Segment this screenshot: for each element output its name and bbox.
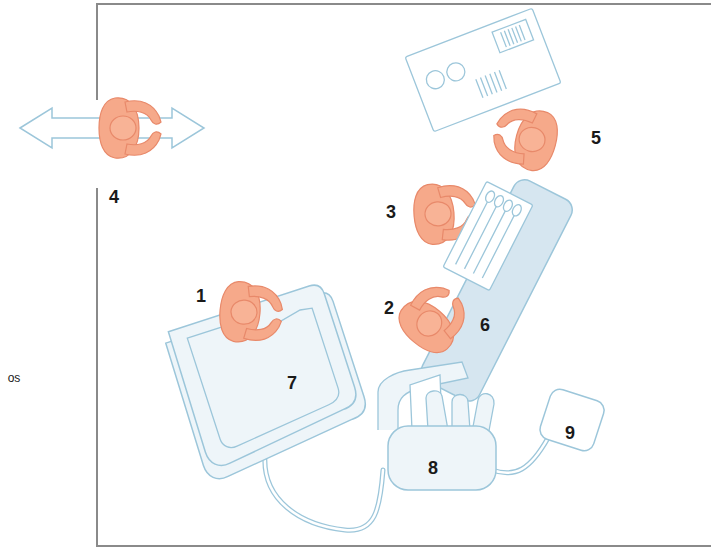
callout-number: 8	[428, 458, 438, 479]
text-fragment: os	[8, 371, 21, 385]
callout-number: 7	[287, 373, 297, 394]
callout-number: 2	[384, 298, 394, 319]
instrument-tray	[443, 181, 533, 290]
staff-figure	[217, 280, 284, 346]
callout-number: 5	[591, 128, 601, 149]
anesthesia-unit	[378, 362, 496, 490]
staff-figure	[488, 100, 564, 174]
callout-number: 3	[386, 202, 396, 223]
staff-figure	[391, 275, 477, 361]
callout-number: 4	[109, 187, 119, 208]
callout-number: 6	[480, 315, 490, 336]
callout-number: 9	[565, 423, 575, 444]
device-box	[537, 387, 606, 454]
monitor-unit	[161, 280, 375, 482]
room-wall	[97, 4, 711, 546]
staff-figure	[99, 98, 161, 158]
callout-number: 1	[196, 286, 206, 307]
